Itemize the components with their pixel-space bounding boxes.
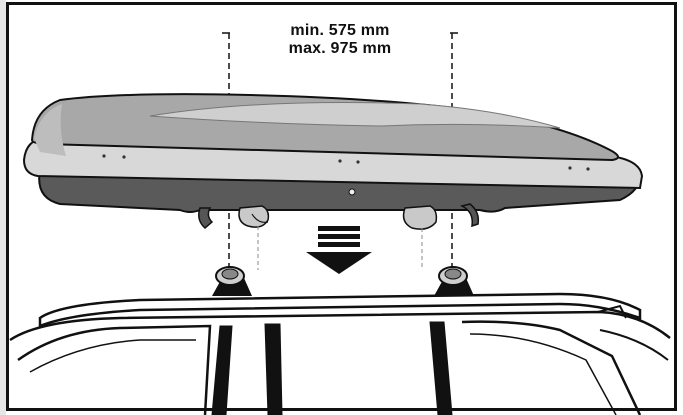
car-silhouette	[9, 292, 671, 415]
rivet	[356, 160, 360, 164]
antenna-mount	[597, 304, 627, 319]
clamp-right	[402, 205, 438, 230]
diagram-frame	[6, 2, 677, 411]
rivet	[568, 166, 572, 170]
handle-right	[459, 203, 480, 228]
front-window-frame	[17, 324, 212, 415]
foot-right-hole	[444, 268, 462, 280]
clamp-left-detail	[251, 213, 269, 223]
rivet	[586, 167, 590, 171]
roof-box	[22, 93, 644, 213]
handle-left	[198, 207, 214, 229]
a-pillar	[211, 325, 233, 415]
rear-window-frame	[461, 320, 642, 415]
roof-box-nose	[34, 104, 66, 156]
roof-box-rim	[22, 136, 644, 190]
b-pillar-right	[429, 321, 453, 415]
foot-left-hole	[221, 268, 239, 280]
roof-line	[9, 310, 671, 342]
lock-icon	[348, 188, 356, 196]
dimension-min-label: min. 575 mm	[230, 22, 450, 40]
roof-box-lid-highlight	[149, 102, 561, 129]
rivet	[122, 155, 126, 159]
mounting-clamps	[198, 203, 480, 270]
left-edge-strip	[0, 0, 6, 415]
rear-glass-line	[469, 333, 617, 415]
rivet	[338, 159, 342, 163]
rear-roof-curve	[599, 329, 669, 361]
dimension-max-label: max. 975 mm	[230, 40, 450, 58]
front-glass-line	[29, 339, 196, 373]
down-arrow-icon	[306, 226, 372, 274]
roof-bar-feet	[212, 266, 474, 296]
b-pillar-left	[264, 323, 283, 415]
roof-rail	[38, 292, 642, 328]
rivet	[102, 154, 106, 158]
